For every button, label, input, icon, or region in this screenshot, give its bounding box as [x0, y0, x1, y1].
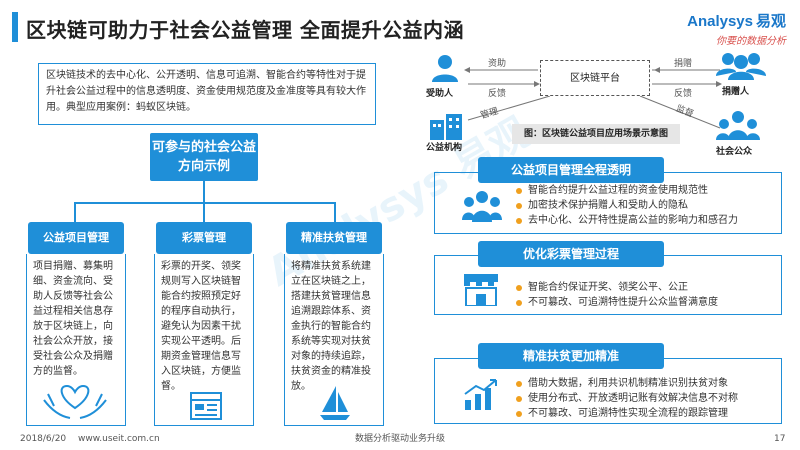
- people-icon: [462, 191, 502, 222]
- node-recipient: 受助人: [426, 89, 454, 99]
- column-text-lottery: 彩票的开奖、领奖规则写入区块链智能合约按照预定好的程序自动执行，避免认为因素干扰…: [161, 261, 241, 392]
- page-title: 区块链可助力于社会公益管理 全面提升公益内涵: [26, 18, 464, 42]
- node-platform: 区块链平台: [540, 60, 650, 96]
- page-number: 17: [774, 434, 786, 444]
- node-public: 社会公众: [716, 147, 753, 157]
- hands-heart-icon: [43, 384, 107, 419]
- recipient-icon: [432, 55, 458, 82]
- column-body-charity: 项目捐赠、募集明细、资金流向、受助人反馈等社会公益过程相关信息存放于区块链上，向…: [26, 254, 126, 426]
- column-text-charity: 项目捐赠、募集明细、资金流向、受助人反馈等社会公益过程相关信息存放于区块链上，向…: [33, 261, 113, 377]
- institution-icon: [430, 114, 462, 140]
- footer-date: 2018/6/20: [20, 434, 67, 444]
- edge-donate: 捐赠: [674, 59, 693, 69]
- diagram-caption: 图：区块链公益项目应用场景示意图: [512, 124, 680, 144]
- column-head-lottery: 彩票管理: [156, 222, 252, 254]
- edge-fund: 资助: [488, 59, 507, 69]
- growth-chart-icon: [464, 379, 497, 410]
- tree-line-left: [74, 202, 76, 222]
- section-list-poverty: 借助大数据，利用共识机制精准识别扶贫对象 使用分布式、开放透明记账有效解决信息不…: [514, 376, 738, 421]
- node-institution: 公益机构: [426, 143, 463, 153]
- section-list-charity: 智能合约提升公益过程的资金使用规范性 加密技术保护捐赠人和受助人的隐私 去中心化…: [514, 183, 738, 228]
- tree-line-right: [334, 202, 336, 222]
- edge-feedback-left: 反馈: [488, 89, 507, 99]
- column-body-lottery: 彩票的开奖、领奖规则写入区块链智能合约按照预定好的程序自动执行，避免认为因素干扰…: [154, 254, 254, 426]
- public-icon: [716, 111, 760, 140]
- store-icon: [464, 274, 498, 306]
- directions-title: 可参与的社会公益方向示例: [150, 133, 258, 181]
- edge-feedback-right: 反馈: [674, 89, 693, 99]
- donor-icon: [716, 53, 766, 80]
- section-head-charity: 公益项目管理全程透明: [478, 157, 664, 183]
- list-item: 不可篡改、可追溯特性提升公众监督满意度: [514, 295, 718, 310]
- sailboat-icon: [320, 386, 350, 420]
- list-item: 去中心化、公开特性提高公益的影响力和感召力: [514, 213, 738, 228]
- section-head-poverty: 精准扶贫更加精准: [478, 343, 664, 369]
- column-text-poverty: 将精准扶贫系统建立在区块链之上，搭建扶贫管理信息追溯跟踪体系、资金执行的智能合约…: [291, 261, 371, 392]
- column-head-poverty: 精准扶贫管理: [286, 222, 382, 254]
- title-accent-bar: [12, 12, 18, 42]
- scenario-diagram: 受助人 捐赠人 公益机构 社会公众 区块链平台 资助 反馈 捐赠 反馈 管理 监…: [420, 48, 790, 168]
- node-donor: 捐赠人: [722, 87, 750, 97]
- section-list-lottery: 智能合约保证开奖、领奖公平、公正 不可篡改、可追溯特性提升公众监督满意度: [514, 280, 718, 310]
- logo-brand-cn: 易观: [755, 13, 786, 30]
- tree-line-vertical: [203, 181, 205, 203]
- list-item: 不可篡改、可追溯特性实现全流程的跟踪管理: [514, 406, 738, 421]
- list-item: 加密技术保护捐赠人和受助人的隐私: [514, 198, 738, 213]
- tree-line-mid: [203, 202, 205, 222]
- section-head-lottery: 优化彩票管理过程: [478, 241, 664, 267]
- list-item: 智能合约提升公益过程的资金使用规范性: [514, 183, 738, 198]
- footer-site: www.useit.com.cn: [78, 434, 160, 444]
- intro-text: 区块链技术的去中心化、公开透明、信息可追溯、智能合约等特性对于提升社会公益过程中…: [38, 63, 376, 125]
- diagram-arrows: [464, 67, 722, 129]
- list-item: 智能合约保证开奖、领奖公平、公正: [514, 280, 718, 295]
- tree-line-horizontal: [74, 202, 336, 204]
- logo-slogan: 你要的数据分析: [716, 36, 786, 47]
- list-item: 使用分布式、开放透明记账有效解决信息不对称: [514, 391, 738, 406]
- footer-tagline: 数据分析驱动业务升级: [355, 434, 446, 444]
- column-body-poverty: 将精准扶贫系统建立在区块链之上，搭建扶贫管理信息追溯跟踪体系、资金执行的智能合约…: [284, 254, 384, 426]
- list-item: 借助大数据，利用共识机制精准识别扶贫对象: [514, 376, 738, 391]
- logo-brand-en: Analysys: [687, 13, 753, 30]
- column-head-charity: 公益项目管理: [28, 222, 124, 254]
- browser-window-icon: [190, 392, 222, 420]
